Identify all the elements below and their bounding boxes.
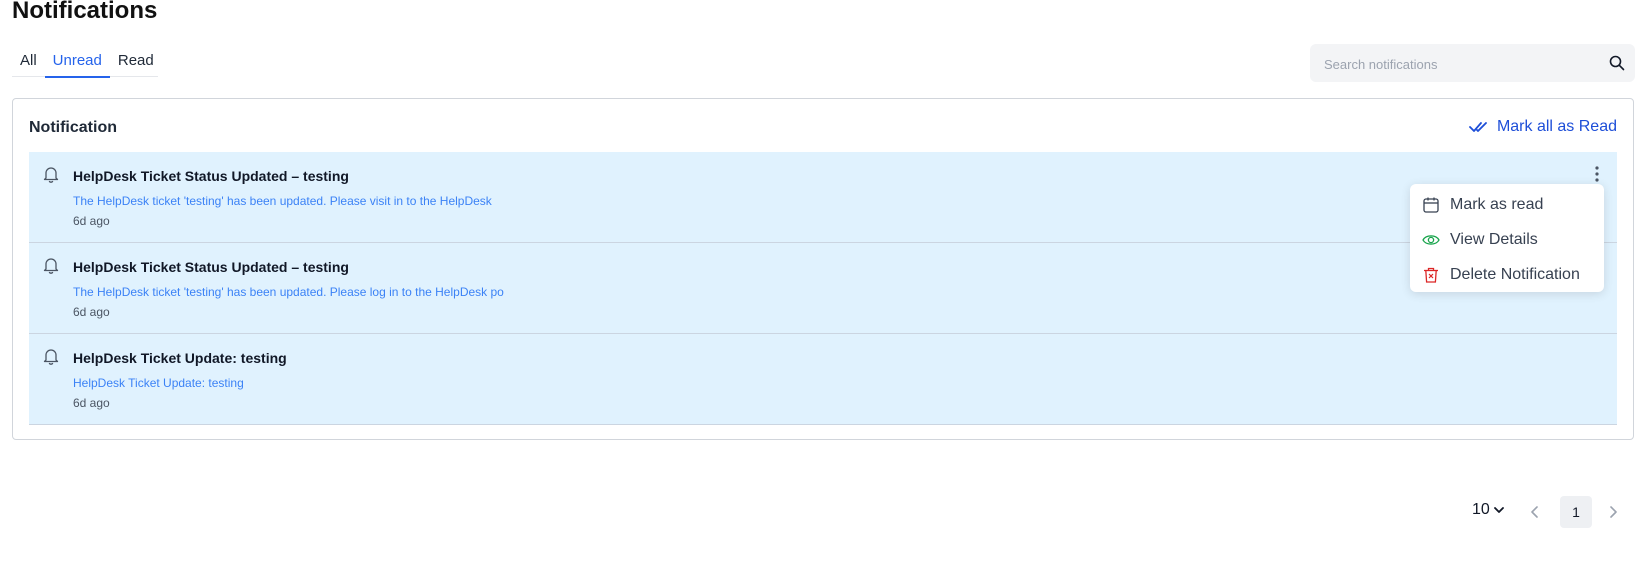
notification-item[interactable]: HelpDesk Ticket Status Updated – testing… (29, 152, 1617, 243)
notifications-card: Notification Mark all as Read HelpDesk T… (12, 98, 1634, 440)
notification-item[interactable]: HelpDesk Ticket Status Updated – testing… (29, 243, 1617, 334)
page-size-value: 10 (1472, 501, 1490, 518)
notification-time: 6d ago (73, 214, 110, 228)
tab-all[interactable]: All (20, 52, 37, 69)
notification-list: HelpDesk Ticket Status Updated – testing… (29, 152, 1617, 425)
tab-unread[interactable]: Unread (44, 46, 110, 78)
menu-item-label: Mark as read (1450, 196, 1544, 213)
page-title: Notifications (12, 0, 158, 24)
notification-title: HelpDesk Ticket Update: testing (73, 350, 287, 366)
chevron-left-icon[interactable] (1528, 504, 1542, 520)
chevron-down-icon (1493, 507, 1504, 513)
notification-context-menu: Mark as read View Details Delete Notific… (1410, 184, 1604, 292)
notification-item[interactable]: HelpDesk Ticket Update: testing HelpDesk… (29, 334, 1617, 425)
bell-icon (43, 349, 59, 365)
trash-icon (1424, 267, 1438, 283)
page-size-select[interactable]: 10 (1472, 501, 1504, 519)
menu-item-mark-as-read[interactable]: Mark as read (1422, 192, 1543, 218)
menu-item-delete-notification[interactable]: Delete Notification (1422, 262, 1580, 288)
bell-icon (43, 167, 59, 183)
menu-item-label: Delete Notification (1450, 266, 1580, 283)
search-box (1310, 44, 1635, 84)
notification-time: 6d ago (73, 305, 110, 319)
mark-all-read-label: Mark all as Read (1496, 118, 1617, 135)
notification-message: The HelpDesk ticket 'testing' has been u… (73, 194, 492, 208)
menu-item-label: View Details (1450, 231, 1538, 248)
mark-all-read-button[interactable]: Mark all as Read (1469, 118, 1617, 136)
page-number-current[interactable]: 1 (1560, 496, 1592, 528)
notification-time: 6d ago (73, 396, 110, 410)
notification-title: HelpDesk Ticket Status Updated – testing (73, 259, 349, 275)
search-icon[interactable] (1609, 55, 1625, 71)
calendar-icon (1423, 197, 1439, 213)
notification-message: The HelpDesk ticket 'testing' has been u… (73, 285, 504, 299)
menu-item-view-details[interactable]: View Details (1422, 227, 1538, 253)
bell-icon (43, 258, 59, 274)
eye-icon (1422, 235, 1440, 245)
card-title: Notification (29, 119, 117, 136)
notification-message: HelpDesk Ticket Update: testing (73, 376, 244, 390)
chevron-right-icon[interactable] (1606, 504, 1620, 520)
double-check-icon (1469, 122, 1487, 132)
more-options-icon[interactable] (1591, 164, 1603, 184)
tab-read[interactable]: Read (117, 52, 154, 69)
tab-bar: All Unread Read (12, 46, 158, 78)
notification-title: HelpDesk Ticket Status Updated – testing (73, 168, 349, 184)
search-input[interactable] (1322, 44, 1596, 84)
